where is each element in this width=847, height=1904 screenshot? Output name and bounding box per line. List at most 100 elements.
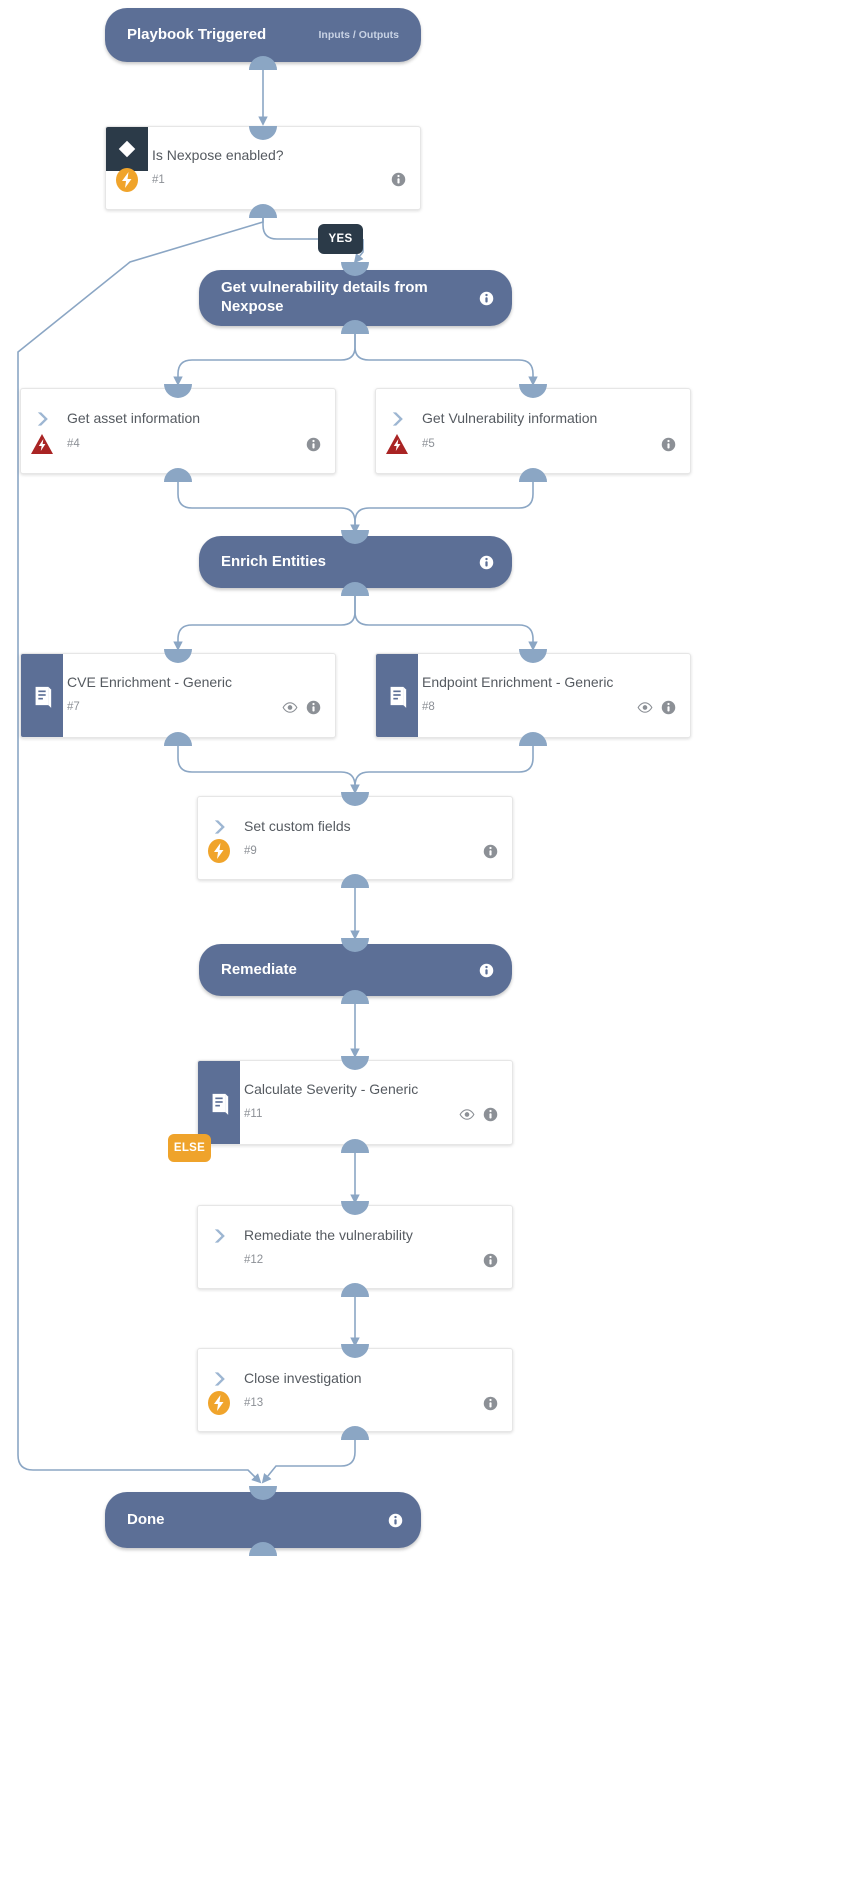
node-title: Get vulnerability details from Nexpose <box>221 279 428 315</box>
info-icon[interactable] <box>661 700 676 715</box>
info-icon[interactable] <box>479 555 512 570</box>
info-icon[interactable] <box>483 844 498 859</box>
lightning-bolt-icon <box>106 167 148 193</box>
info-icon[interactable] <box>388 1513 421 1528</box>
edge-6-to-8 <box>354 590 538 651</box>
book-icon <box>390 686 407 708</box>
card-head: Calculate Severity - Generic <box>198 1061 512 1099</box>
card-body: CVE Enrichment - Generic #7 <box>21 654 335 737</box>
port-top-13[interactable] <box>341 1344 369 1358</box>
port-top-5[interactable] <box>519 384 547 398</box>
node-title: Get Vulnerability information <box>422 410 598 427</box>
card-body: Is Nexpose enabled? #1 <box>106 127 420 209</box>
edge-7-to-9 <box>177 738 360 794</box>
info-icon[interactable] <box>479 291 512 306</box>
inputs-outputs-label[interactable]: Inputs / Outputs <box>318 29 400 41</box>
port-top-9[interactable] <box>341 792 369 806</box>
error-triangle-icon <box>376 433 418 455</box>
foot-actions <box>483 1396 498 1411</box>
edge-8-to-9 <box>350 738 534 794</box>
foot-actions <box>459 1107 498 1122</box>
info-icon[interactable] <box>479 963 512 978</box>
error-triangle-icon <box>21 433 63 455</box>
card-body: Get Vulnerability information #5 <box>376 389 690 473</box>
foot-actions <box>661 437 676 452</box>
node-title: Close investigation <box>244 1370 362 1387</box>
node-endpoint-enrichment-generic[interactable]: Endpoint Enrichment - Generic #8 <box>375 653 691 738</box>
eye-icon[interactable] <box>282 701 298 714</box>
port-top-done[interactable] <box>249 1486 277 1500</box>
node-number: #5 <box>422 438 435 450</box>
node-playbook-triggered[interactable]: Playbook Triggered Inputs / Outputs <box>105 8 421 62</box>
foot-actions <box>483 1253 498 1268</box>
edge-6-to-7 <box>173 590 356 651</box>
card-body: Set custom fields #9 <box>198 797 512 879</box>
node-number: #4 <box>67 438 80 450</box>
badge-else[interactable]: ELSE <box>168 1134 211 1162</box>
node-title: Remediate <box>221 960 297 978</box>
port-bottom-done[interactable] <box>249 1542 277 1556</box>
diamond-icon <box>118 140 136 158</box>
card-foot: #13 <box>198 1389 512 1431</box>
node-cve-enrichment-generic[interactable]: CVE Enrichment - Generic #7 <box>20 653 336 738</box>
badge-else-label: ELSE <box>173 1142 206 1154</box>
card-foot: #5 <box>376 429 690 473</box>
info-icon[interactable] <box>306 437 321 452</box>
node-done[interactable]: Done <box>105 1492 421 1548</box>
lightning-bolt-icon <box>198 838 240 864</box>
node-close-investigation[interactable]: Close investigation #13 <box>197 1348 513 1432</box>
node-calculate-severity-generic[interactable]: Calculate Severity - Generic #11 <box>197 1060 513 1145</box>
card-head: Is Nexpose enabled? <box>106 127 420 165</box>
port-top-1[interactable] <box>249 126 277 140</box>
info-icon[interactable] <box>483 1253 498 1268</box>
node-title: Endpoint Enrichment - Generic <box>422 674 614 690</box>
eye-icon[interactable] <box>459 1108 475 1121</box>
conditional-strip <box>106 127 148 171</box>
eye-icon[interactable] <box>637 701 653 714</box>
node-title: Playbook Triggered <box>127 25 267 43</box>
node-number: #12 <box>244 1254 264 1266</box>
foot-actions <box>637 700 676 715</box>
port-top-10[interactable] <box>341 938 369 952</box>
info-icon[interactable] <box>661 437 676 452</box>
node-title: Set custom fields <box>244 818 351 835</box>
node-set-custom-fields[interactable]: Set custom fields #9 <box>197 796 513 880</box>
foot-actions <box>306 437 321 452</box>
node-title: Get asset information <box>67 410 201 427</box>
port-top-3[interactable] <box>341 262 369 276</box>
card-foot: #1 <box>106 165 420 210</box>
card-body: Get asset information #4 <box>21 389 335 473</box>
port-bottom-10[interactable] <box>341 990 369 1004</box>
info-icon[interactable] <box>483 1396 498 1411</box>
card-foot: #12 <box>198 1246 512 1288</box>
subplaybook-strip <box>376 654 418 737</box>
edge-3-to-4 <box>173 326 356 386</box>
node-remediate-the-vulnerability[interactable]: Remediate the vulnerability #12 <box>197 1205 513 1289</box>
edge-4-to-6 <box>177 474 360 534</box>
node-number: #7 <box>67 701 80 714</box>
card-body: Remediate the vulnerability #12 <box>198 1206 512 1288</box>
node-get-vulnerability-information[interactable]: Get Vulnerability information #5 <box>375 388 691 474</box>
card-foot: #7 <box>21 692 335 738</box>
card-head: Endpoint Enrichment - Generic <box>376 654 690 692</box>
chevron-right-icon <box>376 409 418 429</box>
node-title: CVE Enrichment - Generic <box>67 674 232 690</box>
edge-5-to-6 <box>350 474 534 534</box>
info-icon[interactable] <box>483 1107 498 1122</box>
port-top-12[interactable] <box>341 1201 369 1215</box>
card-foot: #9 <box>198 837 512 879</box>
info-icon[interactable] <box>391 172 406 187</box>
badge-yes[interactable]: YES <box>318 224 363 254</box>
node-number: #13 <box>244 1397 264 1409</box>
card-body: Calculate Severity - Generic #11 <box>198 1061 512 1144</box>
port-top-11[interactable] <box>341 1056 369 1070</box>
node-get-asset-information[interactable]: Get asset information #4 <box>20 388 336 474</box>
node-get-vulnerability-details[interactable]: Get vulnerability details from Nexpose <box>199 270 512 326</box>
port-top-6[interactable] <box>341 530 369 544</box>
node-title: Calculate Severity - Generic <box>244 1081 419 1097</box>
foot-actions <box>483 844 498 859</box>
port-top-8[interactable] <box>519 649 547 663</box>
info-icon[interactable] <box>306 700 321 715</box>
edge-3-to-5 <box>354 326 538 386</box>
